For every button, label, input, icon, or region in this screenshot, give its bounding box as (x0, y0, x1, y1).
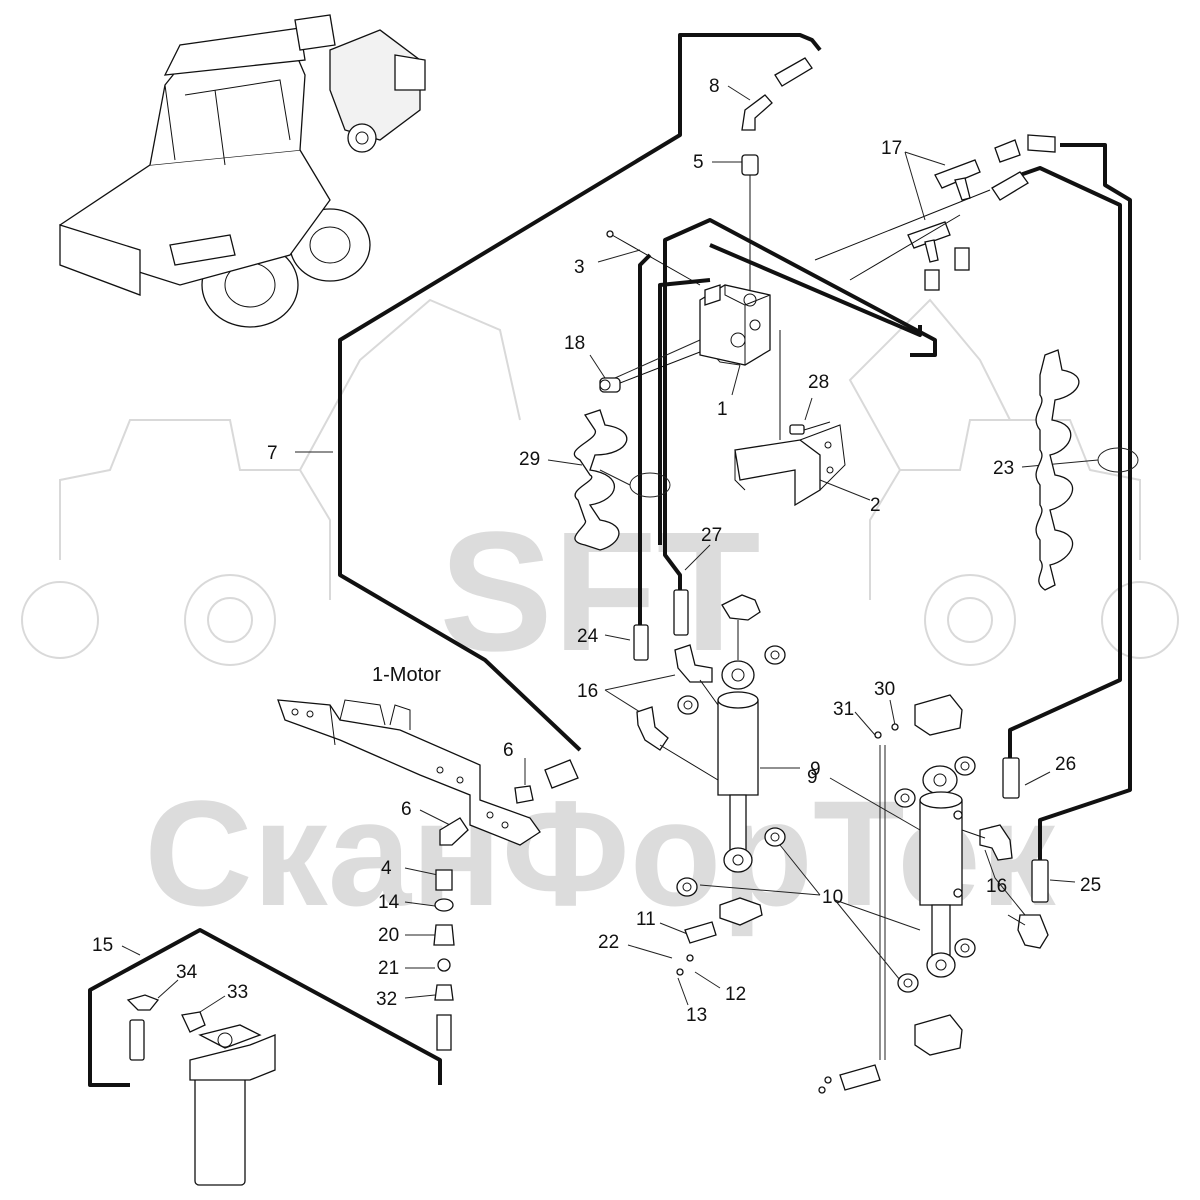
callout-27: 27 (701, 525, 722, 546)
callout-10: 10 (822, 887, 843, 908)
callout-3: 3 (574, 257, 585, 278)
pin-11-bracket (676, 897, 763, 976)
hose-7 (338, 33, 822, 752)
leader-lines (121, 85, 1139, 1060)
callout-11: 11 (636, 909, 656, 930)
callout-20: 20 (378, 925, 399, 946)
callout-1: 1 (717, 399, 728, 420)
callouts: 1 2 3 4 5 6 6 7 8 9 9 10 11 12 13 14 15 … (92, 76, 1101, 1026)
callout-9-left: 9 (810, 759, 821, 780)
callout-8: 8 (709, 76, 720, 97)
callout-2: 2 (870, 495, 881, 516)
motor-bracket (277, 699, 541, 846)
bracket-2 (734, 330, 846, 507)
hose-15 (88, 928, 442, 1087)
hose-27 (663, 218, 937, 590)
callout-6b: 6 (401, 799, 412, 820)
filter-assembly (126, 994, 276, 1186)
callout-4: 4 (381, 858, 392, 879)
callout-18: 18 (564, 333, 585, 354)
hose-25 (1038, 143, 1132, 860)
spiral-guard-23 (1035, 349, 1080, 591)
tee-fittings-17 (814, 134, 1056, 291)
callout-14: 14 (378, 892, 400, 913)
watermark-tractor-right-icon (848, 298, 1179, 666)
motor-label: 1-Motor (372, 664, 441, 686)
callout-7: 7 (267, 443, 278, 464)
machine-thumbnail-icon (59, 14, 426, 328)
callout-5: 5 (693, 152, 704, 173)
callout-29: 29 (519, 449, 540, 470)
hydraulic-cylinder-9-left (717, 594, 761, 873)
hoses (88, 33, 1132, 1087)
fittings-16-24-27 (633, 589, 719, 781)
callout-17: 17 (881, 138, 902, 159)
callout-16-right: 16 (986, 876, 1007, 897)
valve-block-1 (699, 284, 771, 366)
fittings-16-25-26 (961, 757, 1049, 949)
callout-30: 30 (874, 679, 895, 700)
washers-10 (676, 645, 976, 993)
plug-18 (599, 351, 701, 393)
hose-23 (1008, 166, 1122, 760)
callout-32: 32 (376, 989, 397, 1010)
screw-28 (789, 421, 831, 435)
hose-return (709, 243, 922, 337)
hydraulic-cylinder-9-right (818, 694, 963, 1094)
callout-26: 26 (1055, 754, 1076, 775)
callout-33: 33 (227, 982, 248, 1003)
elbow-8 (741, 57, 813, 131)
callout-31: 31 (833, 699, 854, 720)
callout-25: 25 (1080, 875, 1101, 896)
callout-15: 15 (92, 935, 113, 956)
callout-16-left: 16 (577, 681, 598, 702)
callout-22: 22 (598, 932, 619, 953)
hose-upper-a (638, 253, 652, 640)
callout-34: 34 (176, 962, 198, 983)
callout-13: 13 (686, 1005, 707, 1026)
fitting-stack (433, 759, 579, 1051)
callout-6a: 6 (503, 740, 514, 761)
bolt-3 (606, 230, 701, 286)
callout-12: 12 (725, 984, 746, 1005)
callout-23: 23 (993, 458, 1014, 479)
callout-21: 21 (378, 958, 399, 979)
callout-28: 28 (808, 372, 829, 393)
spiral-guard-29 (573, 409, 628, 551)
callout-9-right: 9 (807, 767, 818, 788)
adapter-5 (741, 154, 759, 290)
callout-24: 24 (577, 626, 599, 647)
